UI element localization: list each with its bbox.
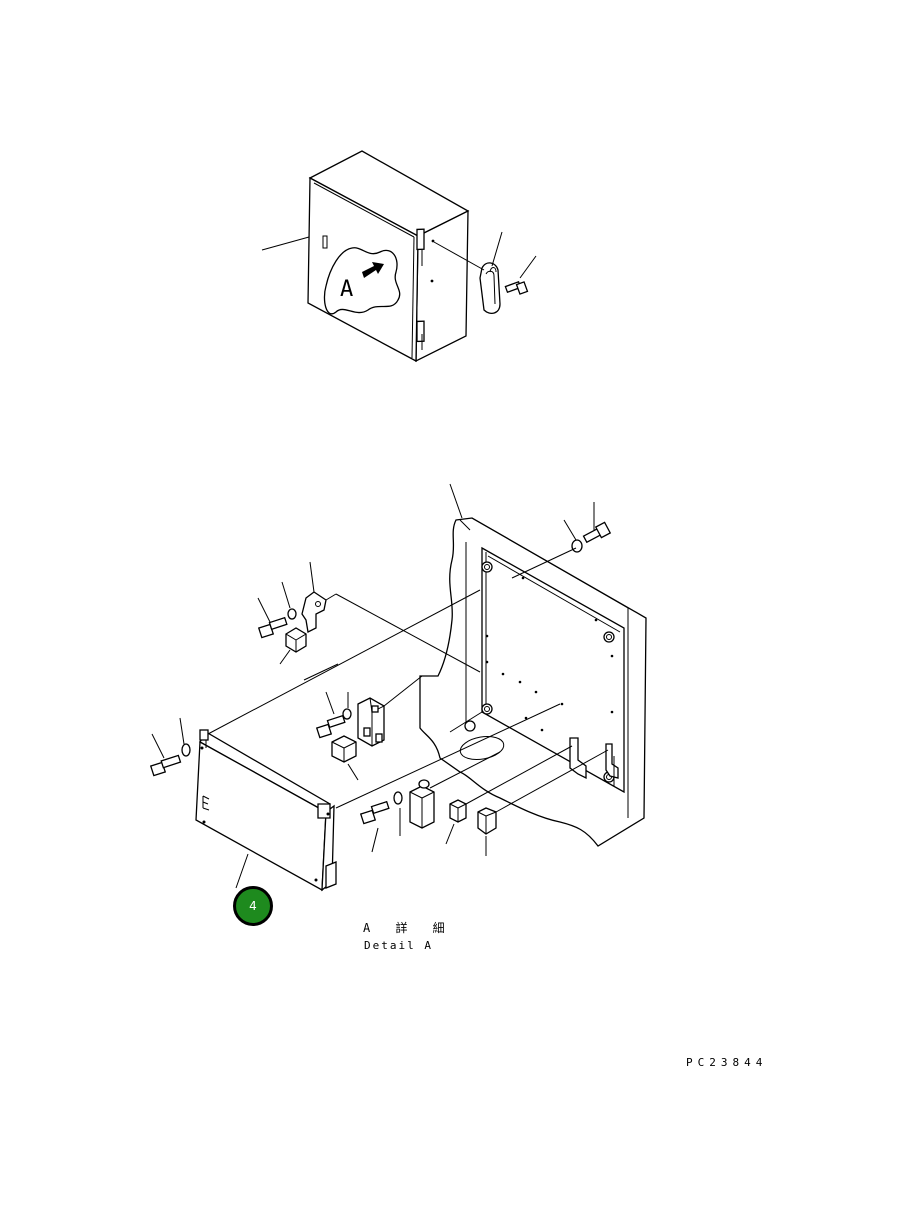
leader-line (235, 853, 249, 889)
leader-line (347, 763, 359, 781)
enclosure-cutaway (419, 517, 647, 847)
leader-line (309, 561, 315, 593)
connector-left (449, 799, 467, 823)
detail-title-en: Detail A (364, 939, 433, 952)
detail-a-marker: A (340, 277, 353, 302)
leader-line (371, 827, 379, 853)
panel-bolt (582, 521, 612, 544)
leader-line (491, 231, 503, 267)
leader-line (563, 519, 577, 541)
bracket-washer (287, 608, 297, 620)
drawing-number: PC23844 (686, 1056, 768, 1069)
lower-washer (393, 791, 403, 805)
controller-unit (195, 729, 337, 892)
leader-line (519, 255, 537, 279)
controller-box: A (307, 150, 470, 363)
resistor-module (409, 779, 435, 829)
leader-line (179, 717, 185, 745)
relay-bolt (315, 714, 346, 739)
door-handle (479, 262, 501, 315)
spacer-block (285, 627, 307, 653)
unit-bolt (149, 754, 182, 777)
mounting-bracket (301, 591, 337, 633)
detail-title-jp: A 詳 細 (363, 921, 454, 935)
handle-screw (504, 280, 529, 295)
leader-line (325, 691, 335, 715)
callout-4[interactable]: 4 (233, 886, 273, 926)
leader-line (445, 823, 455, 845)
relay-module (357, 697, 385, 747)
relay-washer (342, 708, 352, 720)
leader-line (151, 733, 165, 759)
leader-line (261, 236, 310, 251)
view-arrow-icon (362, 262, 384, 278)
leader-line (281, 581, 291, 609)
leader-line (449, 483, 463, 519)
connector-right (477, 807, 497, 835)
bracket-bolt (257, 616, 288, 639)
leader-line (279, 649, 291, 665)
unit-washer (181, 743, 191, 757)
panel-washer (571, 539, 583, 553)
leader-line (257, 597, 271, 623)
lower-bolt (359, 800, 390, 825)
terminal-block (331, 735, 357, 763)
